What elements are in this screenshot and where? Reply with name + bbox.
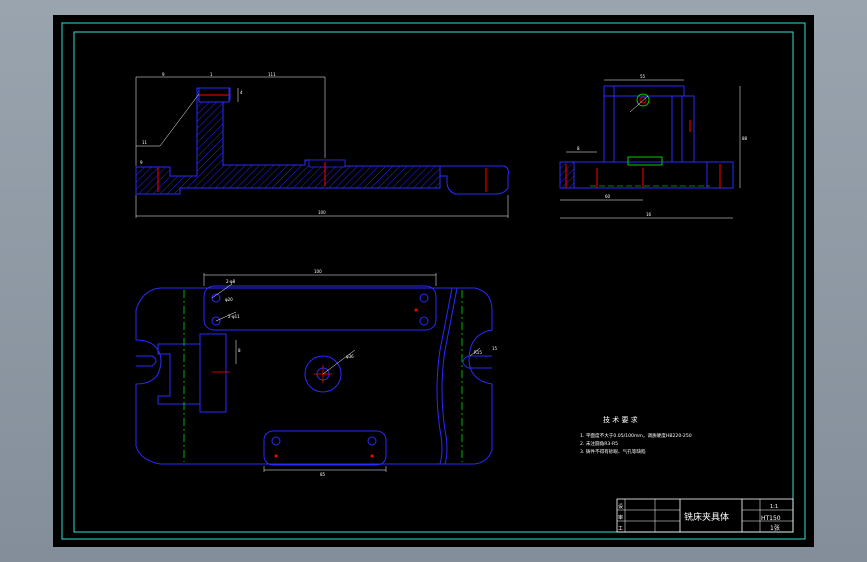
- top-dim-2: φ20: [225, 297, 233, 302]
- sheet-count: 1张: [770, 524, 780, 532]
- title-row-label-1: 设: [618, 503, 623, 510]
- front-dim-4: 11: [142, 140, 148, 145]
- side-dim-1: 60: [605, 194, 611, 199]
- side-dim-4: 88: [742, 136, 748, 141]
- top-view: 2-φ8 φ20 2-φ11 100 φ36 R15 85 8 15: [135, 269, 498, 477]
- top-dim-5: φ36: [346, 354, 354, 359]
- tech-req-heading: 技 术 要 求: [603, 415, 638, 424]
- top-dim-4: 100: [314, 269, 322, 274]
- drawing-name: 铣床夹具体: [684, 511, 729, 523]
- tech-req-item-3: 3. 铸件不得有砂眼、气孔等缺陷: [580, 448, 646, 455]
- center-boss: [304, 355, 342, 393]
- top-dim-1: 2-φ8: [226, 279, 236, 284]
- side-dim-5: 16: [646, 212, 652, 217]
- side-dim-3: 55: [640, 74, 646, 79]
- technical-requirements: 技 术 要 求 1. 平面度不大于0.05/100mm，调质硬度HB220-25…: [580, 415, 692, 455]
- top-dim-9: 15: [492, 346, 498, 351]
- front-dim-3: 111: [268, 72, 276, 77]
- front-dim-5: 4: [240, 90, 243, 95]
- title-block: 设 审 工 铣床夹具体 1:1 HT150 1张: [616, 498, 794, 533]
- front-view-end: [440, 165, 509, 195]
- title-row-label-2: 审: [618, 514, 623, 521]
- material-value: HT150: [761, 515, 781, 522]
- scale-value: 1:1: [770, 504, 778, 510]
- front-dim-2: 1: [210, 72, 213, 77]
- front-dim-6: 9: [140, 160, 143, 165]
- side-dim-2: 8: [577, 146, 580, 151]
- inner-frame: [73, 31, 794, 533]
- title-row-label-3: 工: [618, 526, 623, 532]
- front-dim-7: 100: [318, 210, 326, 215]
- side-view: 60 8 55 88 16: [559, 74, 748, 219]
- bottom-strip: [263, 430, 387, 466]
- drawing-paper: [53, 15, 814, 547]
- outer-border: [61, 22, 806, 540]
- top-view-outline: [135, 287, 493, 465]
- top-dim-7: 85: [320, 472, 326, 477]
- front-view-section: [135, 87, 441, 195]
- tech-req-item-1: 1. 平面度不大于0.05/100mm，调质硬度HB220-250: [580, 432, 692, 439]
- top-dim-6: R15: [474, 350, 482, 355]
- top-dim-8: 8: [238, 348, 241, 353]
- front-dim-1: 9: [162, 72, 165, 77]
- top-strip: [203, 285, 437, 331]
- front-view: 9 1 111 11 4 9 100: [135, 72, 509, 218]
- tech-req-item-2: 2. 未注圆角R3-R5: [580, 440, 618, 447]
- top-dim-3: 2-φ11: [228, 314, 240, 319]
